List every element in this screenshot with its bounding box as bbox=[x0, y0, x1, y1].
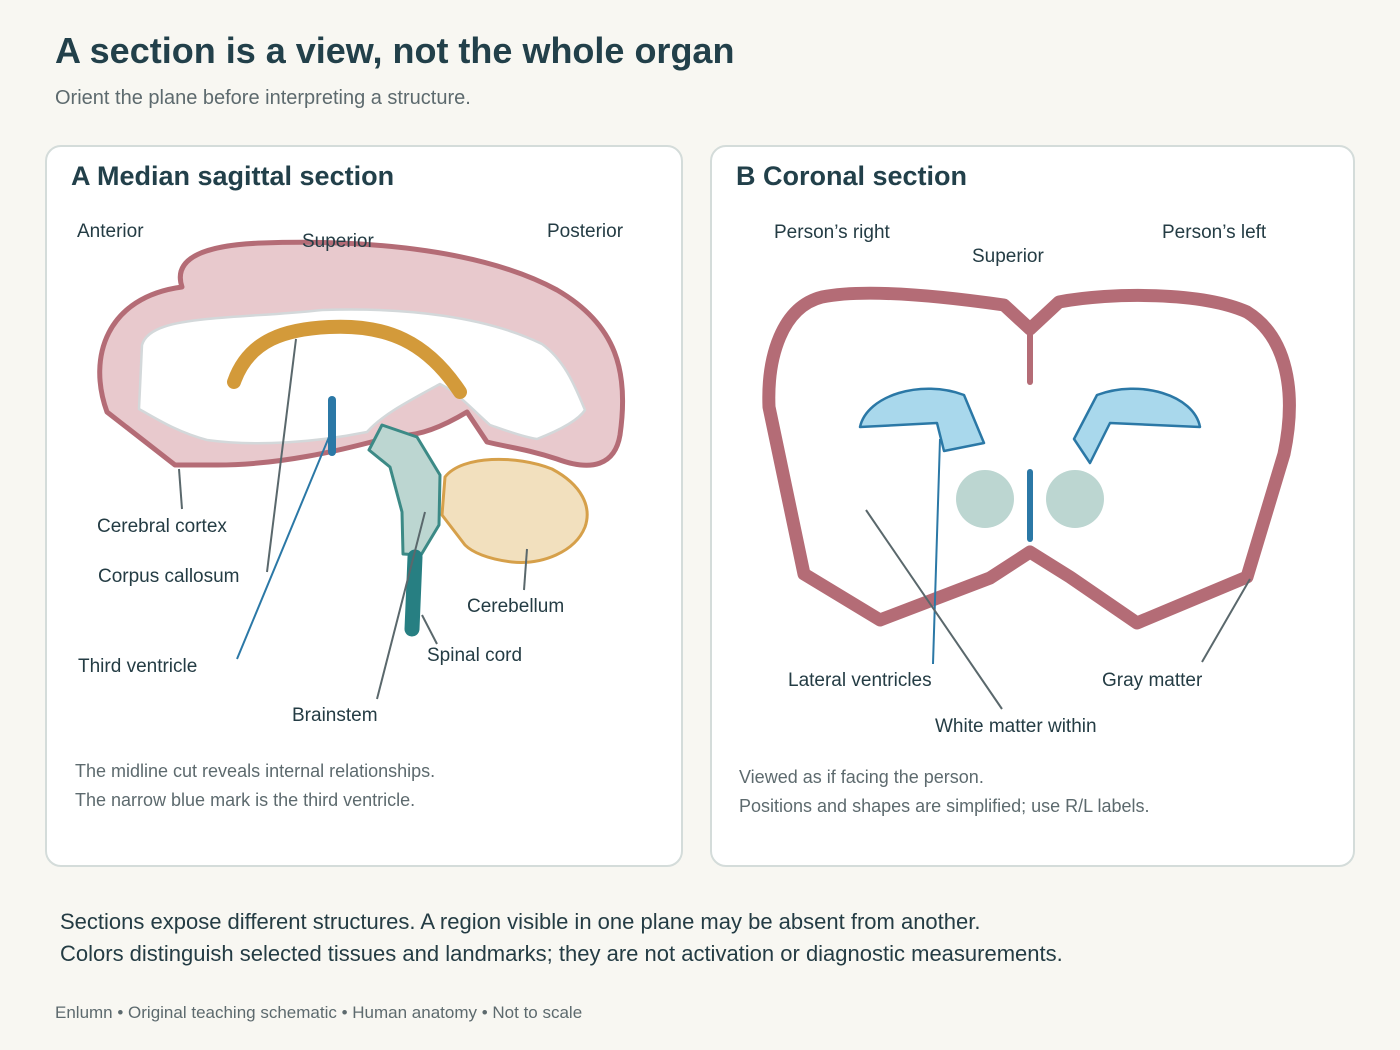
white-matter-label: White matter within bbox=[935, 716, 1097, 737]
lateral-ventricles-leader bbox=[932, 438, 941, 665]
brainstem-label: Brainstem bbox=[292, 705, 378, 726]
cerebellum-shape bbox=[440, 457, 589, 564]
summary-line-2: Colors distinguish selected tissues and … bbox=[60, 941, 1063, 966]
white-matter-leader bbox=[865, 509, 1003, 710]
left-deep-nucleus-shape bbox=[1046, 470, 1104, 528]
corpus-callosum-shape bbox=[227, 319, 467, 399]
persons-left-label: Person’s left bbox=[1162, 222, 1267, 243]
brainstem-shape bbox=[367, 423, 442, 557]
cerebral-cortex-leader bbox=[178, 468, 183, 510]
lateral-ventricles-label: Lateral ventricles bbox=[788, 670, 932, 691]
page-title: A section is a view, not the whole organ bbox=[55, 30, 735, 71]
summary-line-1: Sections expose different structures. A … bbox=[60, 909, 981, 934]
posterior-label: Posterior bbox=[547, 221, 624, 242]
corpus-callosum-label: Corpus callosum bbox=[98, 566, 240, 587]
superior-label: Superior bbox=[302, 231, 374, 252]
third-ventricle-label: Third ventricle bbox=[78, 656, 197, 677]
spinal-cord-leader bbox=[421, 614, 438, 645]
credit-line: Enlumn • Original teaching schematic • H… bbox=[55, 1003, 583, 1022]
left-lateral-ventricle-shape bbox=[1072, 387, 1202, 465]
coronal-panel-heading: B Coronal section bbox=[736, 161, 968, 191]
sagittal-section-panel: A Median sagittal section Anterior Super… bbox=[45, 145, 683, 867]
sagittal-note-2: The narrow blue mark is the third ventri… bbox=[75, 790, 416, 810]
summary-text: Sections expose different structures. A … bbox=[60, 906, 1063, 970]
gray-matter-label: Gray matter bbox=[1102, 670, 1203, 691]
sagittal-white-matter-shape bbox=[137, 308, 587, 445]
page-subtitle: Orient the plane before interpreting a s… bbox=[55, 87, 471, 109]
persons-right-label: Person’s right bbox=[774, 222, 891, 243]
sagittal-panel-heading: A Median sagittal section bbox=[71, 161, 395, 191]
cerebral-cortex-label: Cerebral cortex bbox=[97, 516, 227, 537]
cerebellum-label: Cerebellum bbox=[467, 596, 564, 617]
right-lateral-ventricle-shape bbox=[858, 387, 986, 453]
coronal-notes: Viewed as if facing the person. Position… bbox=[739, 763, 1150, 821]
anterior-label: Anterior bbox=[77, 221, 144, 242]
spinal-cord-shape bbox=[404, 549, 423, 637]
spinal-cord-label: Spinal cord bbox=[427, 645, 522, 666]
right-deep-nucleus-shape bbox=[956, 470, 1014, 528]
corpus-callosum-leader bbox=[266, 338, 297, 573]
coronal-superior-label: Superior bbox=[972, 246, 1044, 267]
sagittal-note-1: The midline cut reveals internal relatio… bbox=[75, 761, 436, 781]
sagittal-notes: The midline cut reveals internal relatio… bbox=[75, 757, 435, 815]
brainstem-leader bbox=[376, 511, 426, 700]
third-ventricle-leader bbox=[236, 436, 330, 660]
coronal-section-panel: B Coronal section Person’s right Superio… bbox=[710, 145, 1355, 867]
coronal-note-2: Positions and shapes are simplified; use… bbox=[739, 796, 1150, 816]
coronal-note-1: Viewed as if facing the person. bbox=[739, 767, 984, 787]
gray-matter-leader bbox=[1201, 578, 1251, 663]
cerebellum-leader bbox=[523, 548, 528, 591]
gray-matter-shape bbox=[762, 286, 1296, 630]
sagittal-diagram: Anterior Superior Posterior Cerebral cor… bbox=[77, 221, 626, 726]
coronal-diagram: Person’s right Superior Person’s left La… bbox=[762, 222, 1296, 737]
